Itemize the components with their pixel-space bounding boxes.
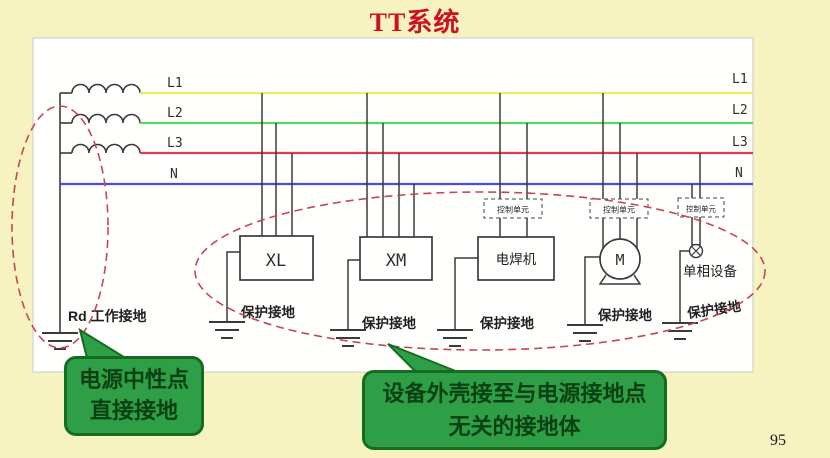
device-label-welder: 电焊机 [496, 252, 537, 267]
ground-leads [226, 250, 690, 330]
page-number: 95 [770, 432, 786, 449]
device-box-xl [239, 235, 314, 281]
transformer-coil-l2 [71, 113, 141, 124]
motor-symbol: M [598, 238, 642, 285]
label-l2-right: L2 [732, 103, 748, 118]
device-label-xm: XM [386, 251, 406, 271]
transformer-source [59, 83, 141, 333]
device-label-single-phase: 单相设备 [683, 263, 737, 279]
label-l2-left: L2 [167, 106, 183, 121]
ground-symbols [42, 321, 698, 350]
transformer-coil-l1 [71, 83, 141, 94]
callout-text-line: 无关的接地体 [448, 414, 581, 439]
device-label-motor: M [615, 251, 624, 269]
motor-circle [599, 238, 641, 280]
ground-symbol-welder [437, 329, 473, 347]
device-label-xl: XL [266, 251, 286, 271]
label-l3-left: L3 [167, 136, 183, 151]
protective-ground-label-single-phase: 保护接地 [685, 298, 742, 322]
ground-symbol-xl [209, 321, 245, 339]
label-l1-right: L1 [732, 72, 748, 87]
callout-text-line: 设备外壳接至与电源接地点 [382, 381, 647, 406]
annotation-ellipse-loads [194, 191, 766, 351]
control-unit-box-single-phase [677, 197, 725, 218]
device-box-xm [359, 236, 433, 281]
page-title: TT系统 [369, 8, 461, 37]
annotation-ellipse-source [11, 105, 109, 349]
label-l1-left: L1 [167, 76, 183, 91]
ground-symbol-motor [567, 324, 603, 342]
protective-ground-label-motor: 保护接地 [597, 307, 652, 323]
working-ground-label: Rd 工作接地 [68, 308, 147, 324]
control-unit-label: 控制单元 [603, 205, 635, 215]
control-unit-label: 控制单元 [686, 204, 716, 214]
callout-text-line: 直接接地 [89, 398, 178, 423]
label-l3-right: L3 [732, 135, 748, 150]
control-units: 控制单元 控制单元 控制单元 [483, 197, 725, 219]
control-unit-label: 控制单元 [497, 205, 529, 215]
transformer-coil-l3 [71, 143, 141, 154]
protective-ground-label-xl: 保护接地 [240, 304, 295, 320]
ground-symbol-xm [330, 329, 366, 347]
protective-ground-label-welder: 保护接地 [479, 315, 534, 331]
single-phase-device: 单相设备 [683, 243, 737, 279]
motor-stand [598, 274, 642, 285]
label-n-right: N [735, 166, 743, 181]
protective-ground-label-xm: 保护接地 [361, 315, 416, 331]
label-n-left: N [170, 167, 178, 182]
control-unit-box-welder [483, 198, 543, 219]
callout-neutral-ground: 电源中性点 直接接地 [64, 356, 204, 436]
lamp-cross [691, 246, 701, 256]
callout-text-line: 电源中性点 [78, 367, 189, 392]
callout-equipment-shell: 设备外壳接至与电源接地点 无关的接地体 [362, 370, 667, 450]
ground-symbol-working [42, 332, 78, 350]
device-box-welder [477, 236, 555, 281]
